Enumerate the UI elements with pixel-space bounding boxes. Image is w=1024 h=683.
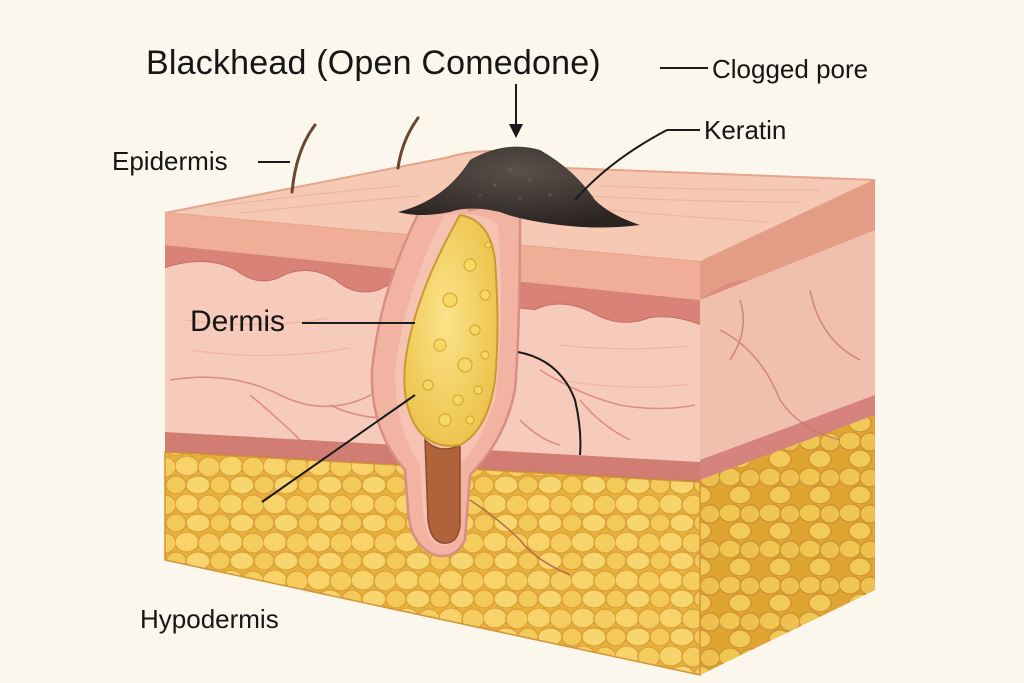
label-hypodermis: Hypodermis (140, 604, 279, 634)
label-keratin: Keratin (704, 115, 787, 145)
leader-lines (258, 67, 708, 503)
pore-arrow-head (509, 124, 523, 138)
side-hypodermis (700, 415, 875, 675)
blackhead-plug (398, 146, 640, 228)
hair-left (290, 123, 317, 194)
label-clogged-pore: Clogged pore (712, 54, 869, 84)
follicle-base (424, 438, 461, 544)
label-epidermis: Epidermis (112, 146, 228, 176)
front-hypodermis (164, 451, 701, 676)
label-dermis: Dermis (190, 305, 285, 338)
sebum-globules (422, 241, 492, 427)
hair-right (396, 116, 420, 170)
diagram-title: Blackhead (Open Comedone) (146, 44, 601, 82)
